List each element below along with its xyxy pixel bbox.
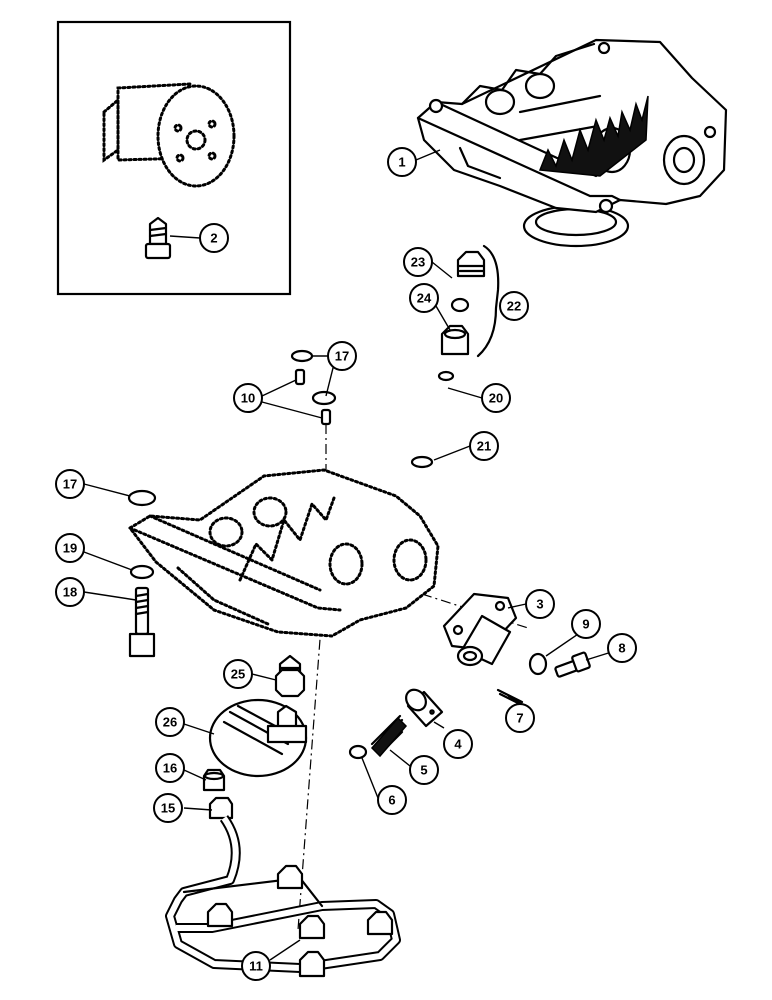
part-15-fitting	[208, 796, 234, 820]
callout-label: 6	[388, 793, 395, 808]
inset-gear-phantom	[102, 82, 236, 188]
callout-label: 25	[231, 667, 245, 682]
callout-label: 17	[63, 477, 77, 492]
callout-6: 6	[377, 785, 407, 815]
part-2-bolt	[144, 216, 172, 260]
callout-17-upper: 17	[327, 341, 357, 371]
callout-label: 15	[161, 801, 175, 816]
callout-17-left: 17	[55, 469, 85, 499]
callout-label: 23	[411, 255, 425, 270]
callout-label: 10	[241, 391, 255, 406]
callout-3: 3	[525, 589, 555, 619]
callout-23: 23	[403, 247, 433, 277]
callout-5: 5	[409, 755, 439, 785]
callout-label: 22	[507, 299, 521, 314]
callout-label: 21	[477, 439, 491, 454]
callout-16: 16	[155, 753, 185, 783]
callout-label: 20	[489, 391, 503, 406]
part-24-nut	[440, 324, 470, 356]
part-3-valve-housing	[442, 592, 518, 667]
inset-box	[56, 20, 292, 296]
part-1-oil-pump	[416, 38, 728, 248]
callout-label: 19	[63, 541, 77, 556]
callout-21: 21	[469, 431, 499, 461]
part-25-plug	[274, 654, 306, 698]
callout-label: 17	[335, 349, 349, 364]
callout-20: 20	[481, 383, 511, 413]
part-18-bolt	[128, 586, 156, 658]
callout-label: 9	[582, 617, 589, 632]
callout-9: 9	[571, 609, 601, 639]
callout-18: 18	[55, 577, 85, 607]
part-20-bent-tube	[404, 370, 455, 438]
callout-11: 11	[241, 951, 271, 981]
part-23-fitting	[450, 250, 486, 313]
callout-label: 18	[63, 585, 77, 600]
part-10-dowel-lower	[320, 408, 332, 426]
callout-15: 15	[153, 793, 183, 823]
callout-4: 4	[443, 729, 473, 759]
callout-25: 25	[223, 659, 253, 689]
part-4-plunger	[405, 688, 444, 728]
callout-label: 16	[163, 761, 177, 776]
callout-26: 26	[155, 707, 185, 737]
callout-22: 22	[499, 291, 529, 321]
part-17-washer-mid	[311, 390, 337, 406]
part-17-washer-left	[127, 489, 157, 507]
callout-1: 1	[387, 147, 417, 177]
callout-label: 26	[163, 715, 177, 730]
pump-body-phantom	[127, 468, 440, 638]
part-9-washer	[528, 652, 548, 676]
callout-7: 7	[505, 703, 535, 733]
callout-label: 2	[210, 231, 217, 246]
callout-label: 24	[417, 291, 432, 306]
callout-19: 19	[55, 533, 85, 563]
callout-10: 10	[233, 383, 263, 413]
callout-label: 1	[398, 155, 405, 170]
part-26-screen-plate	[208, 698, 308, 778]
part-17-washer-upper	[290, 349, 314, 363]
callout-label: 4	[454, 737, 462, 752]
part-5-spring	[370, 714, 408, 758]
callout-label: 8	[618, 641, 625, 656]
part-16-fitting	[202, 768, 226, 792]
callout-label: 3	[536, 597, 543, 612]
leader-lines	[83, 149, 619, 961]
part-10-dowel-upper	[294, 368, 306, 386]
callout-label: 11	[249, 959, 263, 974]
callout-24: 24	[409, 283, 439, 313]
part-11-tube-assembly	[165, 815, 401, 978]
callout-label: 5	[420, 763, 427, 778]
part-6-retainer	[348, 744, 368, 760]
callout-label: 7	[516, 711, 523, 726]
group-22-bracket	[476, 244, 500, 358]
part-21-o-ring	[410, 455, 434, 469]
part-8-bolt	[554, 651, 591, 678]
callout-8: 8	[607, 633, 637, 663]
callout-2: 2	[199, 223, 229, 253]
part-19-washer	[129, 564, 155, 580]
